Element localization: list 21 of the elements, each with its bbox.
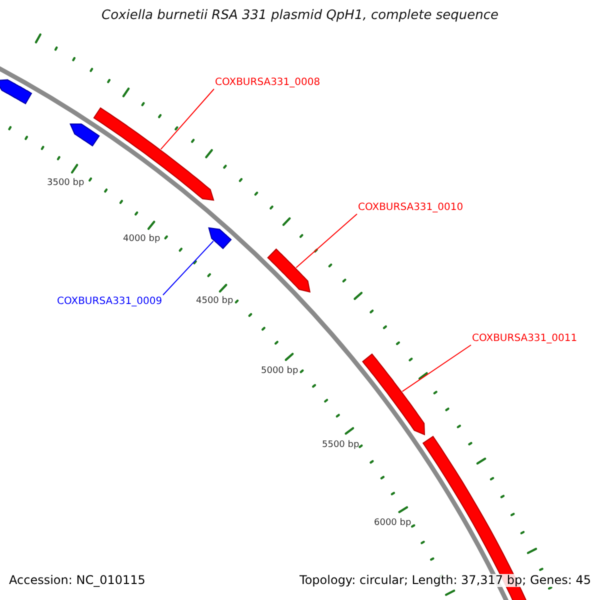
- leader-line: [162, 240, 214, 296]
- position-label: 6000 bp: [374, 519, 412, 529]
- title: Coxiella burnetii RSA 331 plasmid QpH1, complete sequence: [100, 9, 500, 24]
- position-label: 4000 bp: [123, 235, 160, 245]
- position-label: 5000 bp: [261, 367, 298, 377]
- gene-segment: [267, 248, 311, 293]
- gene-label: COXBURSA331_0009: [57, 296, 162, 307]
- gene-segment: [208, 227, 232, 250]
- gene-label: COXBURSA331_0011: [472, 333, 578, 344]
- position-label: 4500 bp: [196, 297, 234, 307]
- position-label: 5500 bp: [322, 441, 360, 451]
- gene-segment: [362, 353, 426, 436]
- gene-label: COXBURSA331_0010: [358, 202, 464, 213]
- position-label: 3500 bp: [47, 179, 84, 189]
- leader-line: [160, 88, 214, 150]
- summary-text: Topology: circular; Length: 37,317 bp; Genes: 45: [300, 574, 591, 588]
- accession-text: Accession: NC_010115: [9, 574, 146, 588]
- gene-label: COXBURSA331_0008: [215, 77, 320, 88]
- leader-line: [402, 344, 472, 392]
- leader-line: [296, 214, 358, 268]
- gene-segment: [93, 107, 214, 201]
